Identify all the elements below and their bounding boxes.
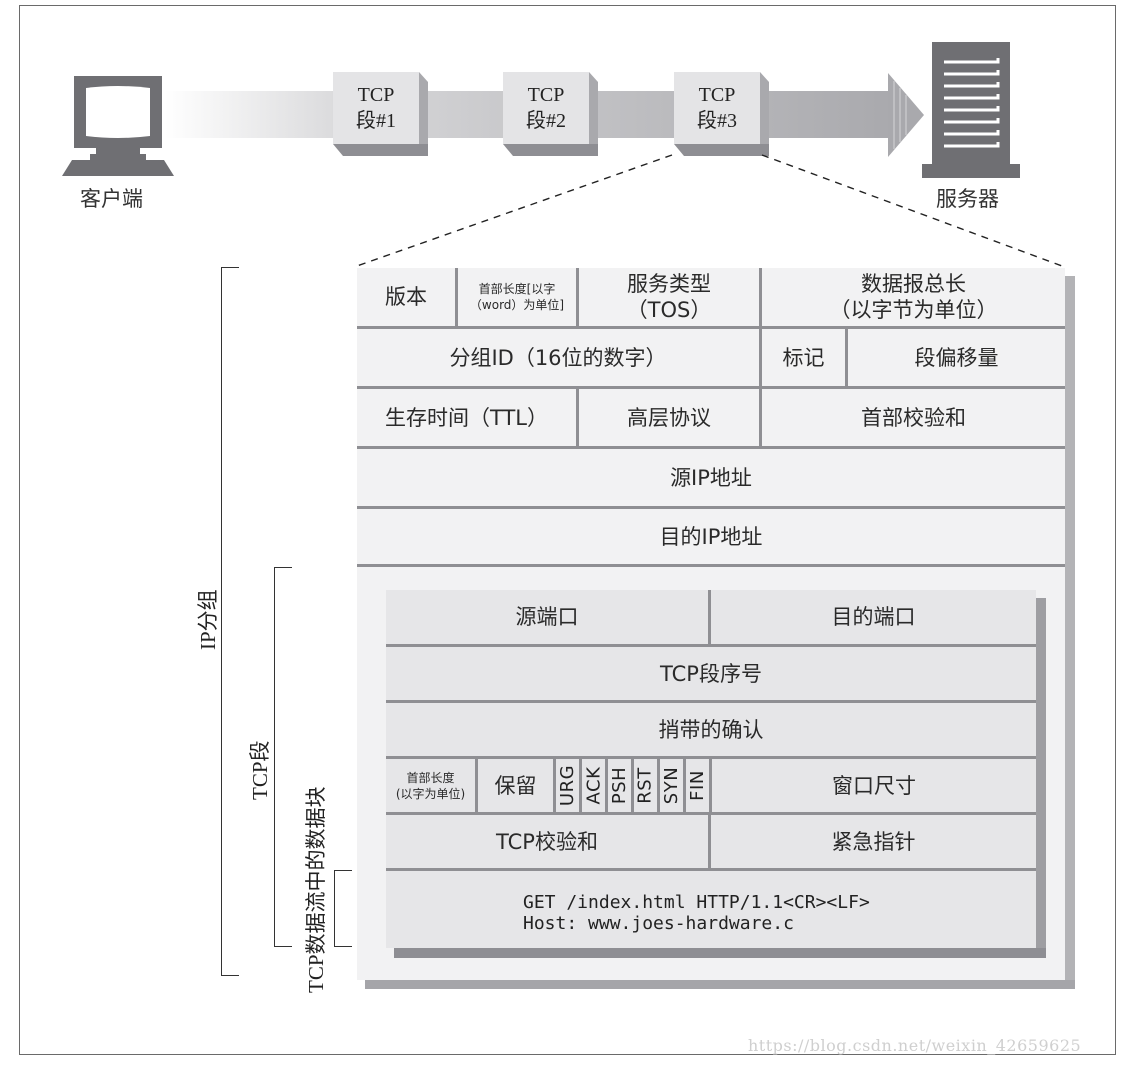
server-label: 服务器 xyxy=(936,187,999,211)
field-label: 标记 xyxy=(782,345,825,370)
field-label: 源端口 xyxy=(515,605,579,629)
field-label: 首部校验和 xyxy=(861,405,966,430)
field-window-size: 窗口尺寸 xyxy=(712,759,1036,812)
tcp-row-4: 首部长度 (以字为单位) 保留 URG ACK PSH RST SYN FIN … xyxy=(386,759,1036,815)
tcp-segment-2: TCP 段#2 xyxy=(503,72,589,144)
tcp-segment-bracket xyxy=(274,567,292,947)
flag-urg: URG xyxy=(556,759,582,812)
ip-packet-bracket xyxy=(221,267,239,976)
field-label: 目的端口 xyxy=(831,605,916,629)
field-label: TCP段序号 xyxy=(660,661,762,686)
flag-syn: SYN xyxy=(660,759,686,812)
segment-line1: TCP xyxy=(357,84,395,106)
field-header-length: 首部长度[以字（word）为单位] xyxy=(458,268,579,326)
field-label: 目的IP地址 xyxy=(659,524,763,549)
tcp-segment-1: TCP 段#1 xyxy=(333,72,419,144)
field-fragment-offset: 段偏移量 xyxy=(848,329,1065,386)
field-label: 窗口尺寸 xyxy=(832,773,916,798)
payload-line-2: Host: www.joes-hardware.c xyxy=(523,913,794,934)
field-label: 段偏移量 xyxy=(914,345,999,370)
tcp-row-5: TCP校验和 紧急指针 xyxy=(386,815,1036,871)
tcp-row-1: 源端口 目的端口 xyxy=(386,590,1036,647)
field-destination-port: 目的端口 xyxy=(711,590,1036,644)
arrow-head-icon xyxy=(888,73,924,157)
field-reserved: 保留 xyxy=(478,759,556,812)
field-destination-ip: 目的IP地址 xyxy=(357,509,1065,564)
field-source-port: 源端口 xyxy=(386,590,711,644)
field-header-checksum: 首部校验和 xyxy=(762,389,1065,446)
field-tcp-checksum: TCP校验和 xyxy=(386,815,711,868)
field-sequence-number: TCP段序号 xyxy=(386,647,1036,700)
flag-psh: PSH xyxy=(608,759,634,812)
segment-line1: TCP xyxy=(527,84,565,106)
ip-row-5: 目的IP地址 xyxy=(357,509,1065,567)
field-sublabel: （以字节为单位） xyxy=(829,298,998,322)
tcp-row-2: TCP段序号 xyxy=(386,647,1036,703)
field-label: 分组ID（16位的数字） xyxy=(449,345,667,370)
ip-row-4: 源IP地址 xyxy=(357,449,1065,509)
field-data-offset: 首部长度 (以字为单位) xyxy=(386,759,478,812)
field-label: 首部长度[以字（word）为单位] xyxy=(469,282,565,312)
field-label: 服务类型 xyxy=(627,272,711,296)
field-acknowledgment: 捎带的确认 xyxy=(386,703,1036,756)
flag-ack: ACK xyxy=(582,759,608,812)
field-urgent-pointer: 紧急指针 xyxy=(711,815,1036,868)
ip-row-1: 版本 首部长度[以字（word）为单位] 服务类型 （TOS） 数据报总长 （以… xyxy=(357,268,1065,329)
ip-box-shadow xyxy=(365,980,1075,989)
tcp-box-shadow xyxy=(394,948,1046,958)
flag-label: URG xyxy=(557,764,579,807)
flag-label: ACK xyxy=(583,766,604,805)
field-label: 数据报总长 xyxy=(861,272,966,296)
ip-row-2: 分组ID（16位的数字） 标记 段偏移量 xyxy=(357,329,1065,389)
field-sublabel: (以字为单位) xyxy=(395,786,466,801)
flag-label: FIN xyxy=(687,770,709,801)
ip-packet-label: IP分组 xyxy=(196,589,220,650)
field-label: 保留 xyxy=(494,773,537,798)
flag-label: PSH xyxy=(609,766,631,805)
field-version: 版本 xyxy=(357,268,458,326)
field-label: 首部长度 xyxy=(406,770,455,785)
field-total-length: 数据报总长 （以字节为单位） xyxy=(762,268,1065,326)
field-ttl: 生存时间（TTL） xyxy=(357,389,579,446)
server-icon xyxy=(922,42,1020,178)
client-label: 客户端 xyxy=(80,187,143,211)
segment-line2: 段#2 xyxy=(526,110,566,132)
watermark: https://blog.csdn.net/weixin_42659625 xyxy=(748,1036,1082,1055)
field-label: 版本 xyxy=(385,285,427,309)
ip-row-3: 生存时间（TTL） 高层协议 首部校验和 xyxy=(357,389,1065,449)
field-flags: 标记 xyxy=(762,329,848,386)
ip-box-shadow xyxy=(1065,276,1075,988)
field-label: 源IP地址 xyxy=(670,465,752,490)
zoom-callout-lines xyxy=(356,154,1063,267)
flag-label: RST xyxy=(635,767,656,804)
field-protocol: 高层协议 xyxy=(579,389,762,446)
tcp-segment-label: TCP段 xyxy=(248,740,272,800)
tcp-data-label: TCP数据流中的数据块 xyxy=(304,786,328,993)
tcp-payload: GET /index.html HTTP/1.1<CR><LF>Host: ww… xyxy=(523,892,870,934)
flag-fin: FIN xyxy=(686,759,712,812)
flag-label: SYN xyxy=(661,766,683,805)
field-packet-id: 分组ID（16位的数字） xyxy=(357,329,762,386)
field-tos: 服务类型 （TOS） xyxy=(579,268,762,326)
field-label: 捎带的确认 xyxy=(658,717,764,742)
segment-line1: TCP xyxy=(698,84,736,106)
field-label: 紧急指针 xyxy=(831,829,916,854)
field-label: 生存时间（TTL） xyxy=(385,405,548,430)
tcp-row-3: 捎带的确认 xyxy=(386,703,1036,759)
tcp-segment-3: TCP 段#3 xyxy=(674,72,760,144)
tcp-box-shadow xyxy=(1036,598,1046,958)
payload-line-1: GET /index.html HTTP/1.1<CR><LF> xyxy=(523,892,870,913)
client-computer-icon xyxy=(62,76,174,176)
flag-rst: RST xyxy=(634,759,660,812)
field-sublabel: （TOS） xyxy=(626,298,712,322)
tcp-segment: 源端口 目的端口 TCP段序号 捎带的确认 首部长度 (以字为单位) 保留 UR… xyxy=(386,590,1036,948)
segment-line2: 段#1 xyxy=(356,110,396,132)
field-label: TCP校验和 xyxy=(496,829,598,854)
field-source-ip: 源IP地址 xyxy=(357,449,1065,506)
field-label: 高层协议 xyxy=(627,405,711,430)
tcp-data-bracket xyxy=(334,870,352,947)
segment-line2: 段#3 xyxy=(697,110,737,132)
